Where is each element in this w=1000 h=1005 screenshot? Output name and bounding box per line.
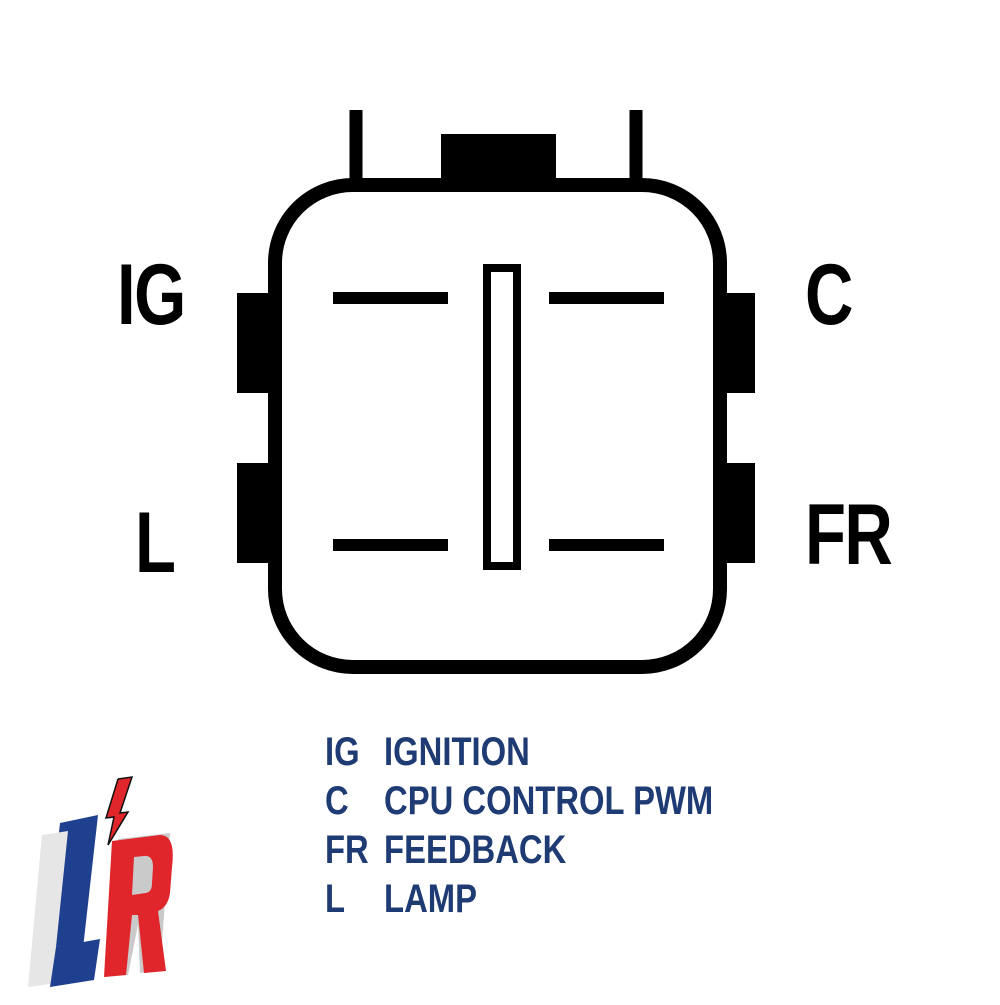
brand-logo: LR bbox=[20, 775, 173, 987]
pin-label-fr: FR bbox=[805, 487, 893, 583]
lightning-bolt-outline bbox=[104, 776, 134, 846]
side-tab-left-lower bbox=[237, 463, 273, 563]
legend-description: FEEDBACK bbox=[384, 828, 567, 872]
logo-l-foot bbox=[50, 939, 100, 987]
legend-code: FR bbox=[325, 828, 369, 872]
logo-text: LR bbox=[20, 775, 22, 776]
center-divider bbox=[483, 264, 521, 570]
legend-description: CPU CONTROL PWM bbox=[384, 779, 714, 823]
lightning-bolt-icon bbox=[106, 777, 132, 845]
legend-description: IGNITION bbox=[384, 730, 530, 774]
pin-label-ig: IG bbox=[117, 247, 186, 343]
pin-legend: IG IGNITION C CPU CONTROL PWM FR FEEDBAC… bbox=[325, 728, 713, 924]
legend-row-fr: FR FEEDBACK bbox=[325, 826, 713, 875]
logo-r-face bbox=[104, 835, 173, 977]
legend-row-c: C CPU CONTROL PWM bbox=[325, 777, 713, 826]
legend-row-ig: IG IGNITION bbox=[325, 728, 713, 777]
legend-code: C bbox=[325, 779, 349, 823]
top-key-tab bbox=[441, 134, 556, 182]
pin-label-c: C bbox=[805, 247, 853, 343]
pin-label-l: L bbox=[135, 495, 176, 591]
legend-description: LAMP bbox=[384, 877, 477, 921]
legend-code: L bbox=[325, 877, 346, 921]
legend-code: IG bbox=[325, 730, 360, 774]
side-tab-left-upper bbox=[237, 293, 273, 393]
legend-row-l: L LAMP bbox=[325, 875, 713, 924]
